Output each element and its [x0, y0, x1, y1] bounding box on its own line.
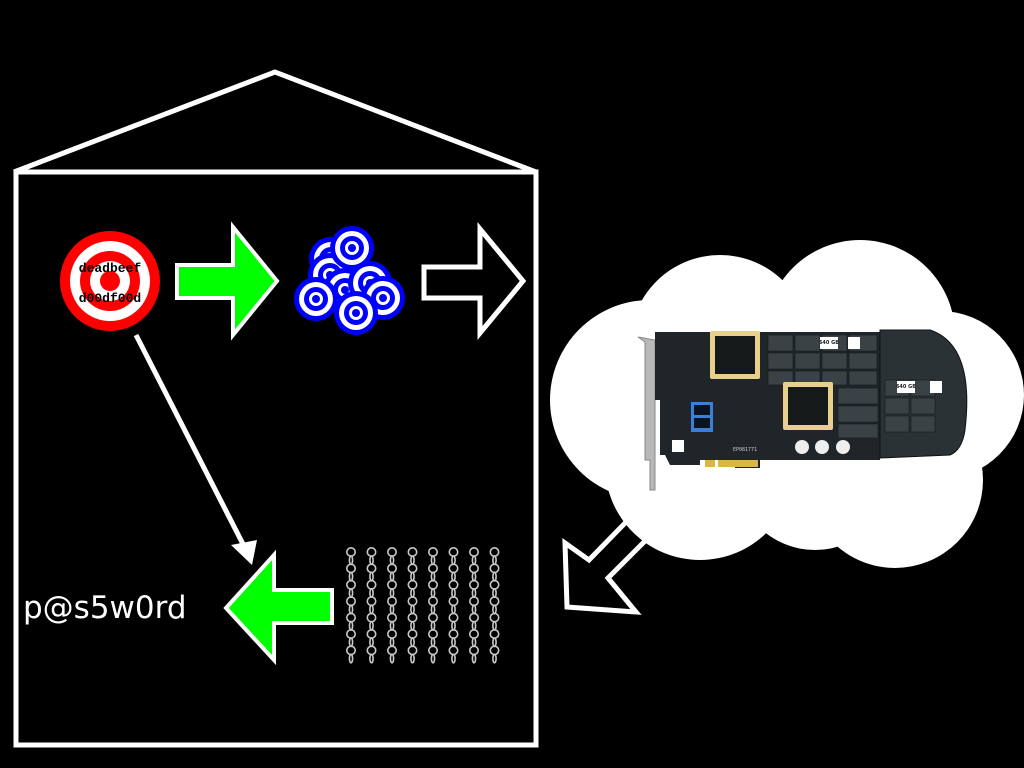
- blue-target-icon: [330, 226, 374, 270]
- target-hash-line1: deadbeef: [79, 261, 142, 276]
- outline-arrow-right-icon: [421, 222, 527, 340]
- password-text: p@s5w0rd: [23, 590, 187, 626]
- blue-targets-cluster-icon: [294, 226, 405, 335]
- house-body: [13, 169, 539, 748]
- card-capacity-text-1: 640 GB: [819, 340, 839, 346]
- card-capacity-label-2: [897, 381, 915, 393]
- card-capacity-label-1: [820, 337, 838, 349]
- heatsink-icon: [710, 331, 833, 430]
- chain-icon: [345, 546, 356, 664]
- pcie-gold-fingers: [718, 460, 758, 467]
- target-hash-line2: d00df00d: [79, 291, 141, 306]
- chain-icon: [366, 546, 377, 664]
- target-to-password-arrow-icon: [133, 333, 257, 565]
- blue-target-icon: [294, 277, 338, 321]
- green-arrow-right-icon: [175, 221, 280, 341]
- outline-arrow-down-left-icon: [562, 517, 650, 615]
- green-arrow-left-icon: [223, 549, 334, 666]
- chain-icon: [427, 546, 438, 664]
- chains-group: [345, 546, 500, 664]
- pcie-ssd-card-image: 640 GB 640 GB EP081771: [637, 329, 968, 491]
- svg-text:EP081771: EP081771: [733, 447, 757, 453]
- house-roof: [13, 69, 537, 175]
- target-icon: deadbeef d00df00d: [60, 231, 160, 331]
- blue-target-icon: [334, 291, 378, 335]
- chain-icon: [448, 546, 459, 664]
- card-capacity-text-2: 640 GB: [896, 384, 916, 390]
- chain-icon: [468, 546, 479, 664]
- chain-icon: [407, 546, 418, 664]
- chain-icon: [386, 546, 397, 664]
- chain-icon: [489, 546, 500, 664]
- house-outline: [13, 69, 539, 748]
